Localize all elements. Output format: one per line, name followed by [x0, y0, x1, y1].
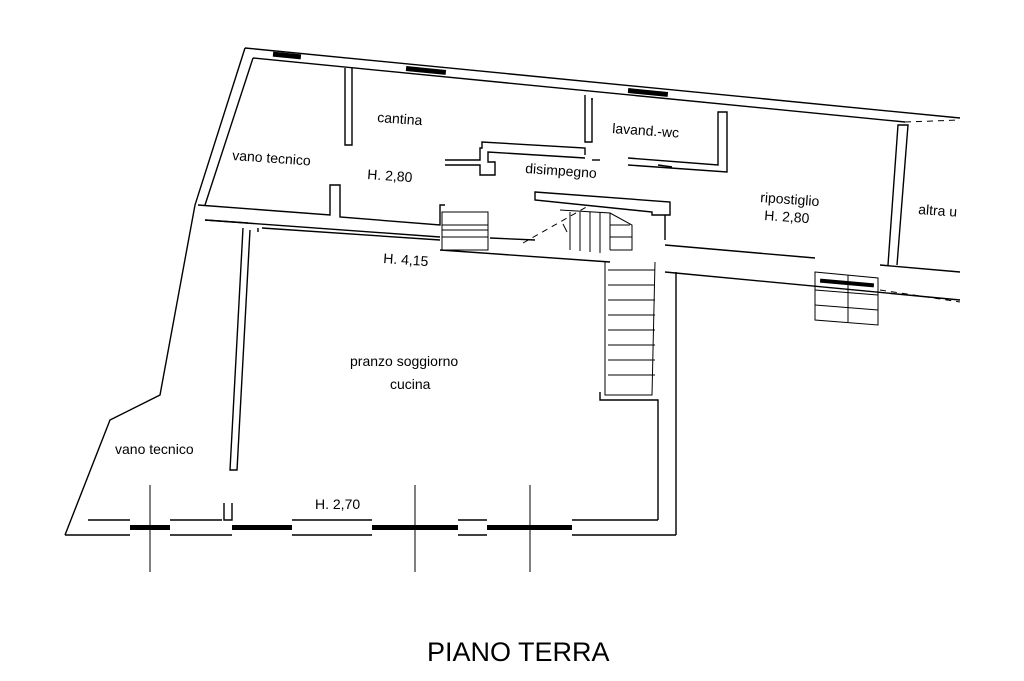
main-staircase [522, 204, 656, 396]
label-ripostiglio-height: H. 2,80 [764, 207, 810, 226]
small-stair-right [814, 271, 879, 326]
label-cantina-height: H. 2,80 [367, 166, 413, 185]
room-labels: vano tecnico cantina H. 2,80 lavand.-wc … [115, 109, 958, 512]
windows [130, 51, 875, 572]
label-corridor-height: H. 4,15 [383, 250, 429, 269]
label-pranzo-line2: cucina [390, 376, 431, 392]
outer-walls [64, 47, 961, 536]
boundary-lines [879, 119, 961, 303]
label-vano-tecnico-bottom: vano tecnico [115, 441, 194, 457]
inner-walls [197, 68, 909, 521]
small-stair-left [441, 211, 489, 251]
label-pranzo-line1: pranzo soggiorno [350, 353, 458, 369]
label-pranzo-height: H. 2,70 [315, 496, 360, 512]
label-lavand-wc: lavand.-wc [612, 120, 680, 141]
label-vano-tecnico-top: vano tecnico [232, 147, 312, 168]
label-ripostiglio: ripostiglio [760, 189, 820, 209]
plan-title: PIANO TERRA [427, 637, 610, 667]
label-altra: altra u [918, 201, 958, 220]
label-disimpegno: disimpegno [525, 160, 598, 181]
label-cantina: cantina [377, 109, 423, 128]
